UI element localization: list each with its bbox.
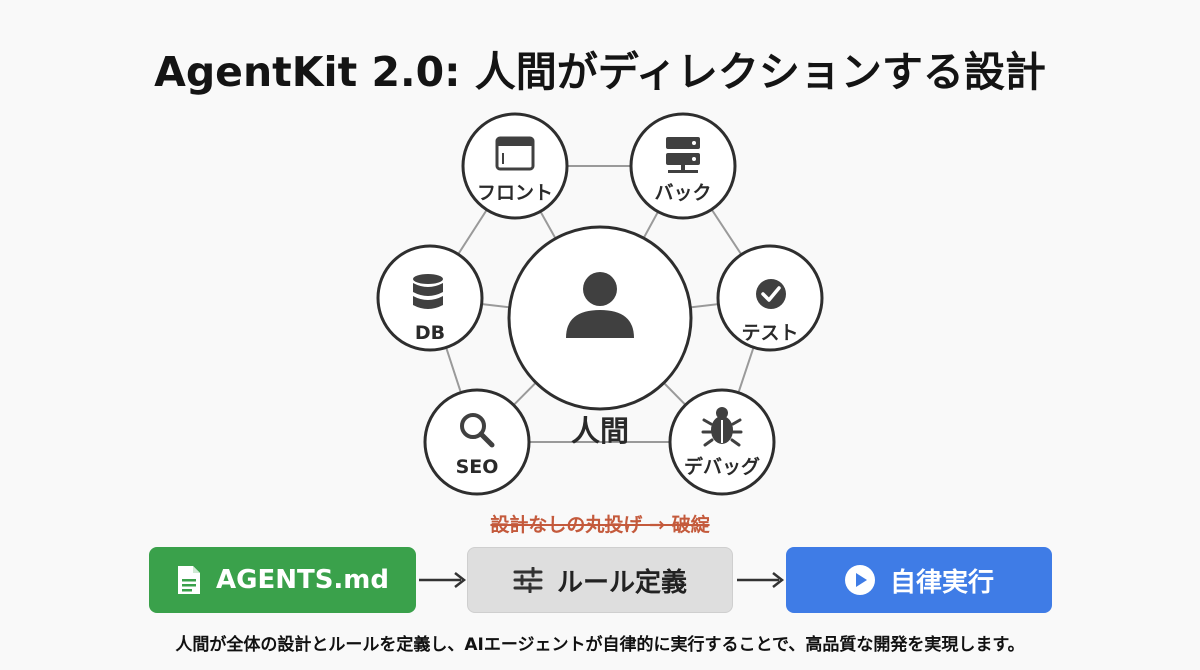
person-icon — [566, 272, 634, 338]
magnifier-icon — [460, 413, 495, 448]
node-label-back: バック — [654, 182, 711, 204]
agents-md-box: AGENTS.md — [149, 547, 416, 613]
arrow-right-icon — [419, 572, 467, 588]
database-icon — [413, 274, 443, 309]
play-icon — [844, 564, 876, 596]
footer-caption: 人間が全体の設計とルールを定義し、AIエージェントが自律的に実行することで、高品… — [175, 635, 1025, 655]
autonomous-execution-box: 自律実行 — [786, 547, 1052, 613]
check-circle-icon — [756, 279, 786, 309]
node-label-test: テスト — [741, 322, 798, 344]
page-title: AgentKit 2.0: 人間がディレクションする設計 — [154, 48, 1046, 96]
node-label-front: フロント — [477, 182, 553, 204]
document-icon — [176, 564, 202, 596]
node-debug: デバッグ — [668, 388, 776, 496]
bug-icon — [701, 407, 743, 447]
node-seo: SEO — [423, 388, 531, 496]
rule-definition-box: ルール定義 — [467, 547, 733, 613]
node-label-debug: デバッグ — [684, 455, 760, 478]
node-db: DB — [376, 244, 484, 352]
agents-md-label: AGENTS.md — [215, 565, 390, 595]
node-back: バック — [629, 112, 737, 220]
node-front: フロント — [461, 112, 569, 220]
server-icon — [666, 137, 700, 173]
node-label-db: DB — [415, 322, 445, 344]
autonomous-execution-label: 自律実行 — [889, 567, 994, 598]
sliders-icon — [513, 567, 543, 593]
node-test: テスト — [716, 244, 824, 352]
rule-definition-label: ルール定義 — [556, 567, 687, 598]
browser-window-icon — [495, 136, 535, 171]
node-label-seo: SEO — [456, 456, 499, 478]
arrow-right-icon-2 — [737, 572, 785, 588]
center-label: 人間 — [571, 414, 629, 448]
warning-strikethrough: 設計なしの丸投げ → 破綻 — [490, 514, 710, 536]
center-node-human: 人間 — [507, 225, 693, 448]
